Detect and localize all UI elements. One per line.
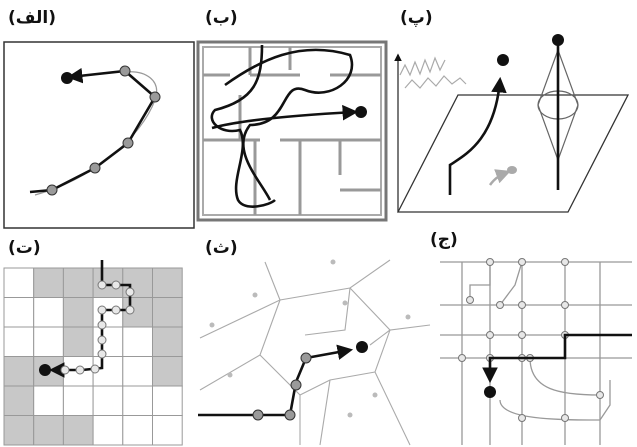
panel-e-path [198, 344, 354, 417]
panel-d-cell [122, 326, 154, 357]
panel-b-frame [196, 40, 388, 222]
panel-c-goal-2 [552, 34, 564, 46]
panel-d-cell [122, 356, 154, 387]
panel-d-cell [152, 415, 183, 446]
panel-d-grid [3, 267, 183, 446]
panel-d-cell [152, 267, 183, 298]
panel-b-inner-frame [202, 46, 382, 216]
panel-c [394, 34, 630, 213]
panel-f [440, 258, 632, 445]
panel-c-noise-1 [399, 56, 446, 77]
panel-a-trajectory [29, 67, 157, 194]
panel-d-cell [3, 385, 35, 416]
panel-a-node [119, 65, 131, 77]
panel-d-cell [62, 297, 94, 328]
panel-f-intersections [458, 258, 604, 422]
panel-a-goal [61, 72, 73, 84]
panel-d-cell [3, 415, 35, 446]
panel-a [3, 41, 195, 229]
panel-c-gray-dot [507, 166, 517, 174]
panel-e-seeds [209, 259, 411, 418]
panel-b-path-3 [211, 104, 359, 130]
panel-b-path-1 [210, 44, 276, 208]
panel-d-goal [39, 364, 51, 376]
panel-e-node [252, 409, 264, 421]
panel-e-node [284, 409, 296, 421]
panel-d-cell [92, 385, 124, 416]
panel-e-goal [356, 341, 368, 353]
panel-d-cell [122, 385, 154, 416]
panel-b-path-2 [224, 48, 354, 201]
panel-f-path [482, 333, 632, 384]
panel-c-plane [396, 94, 630, 213]
panel-d-cell [62, 267, 94, 298]
panel-d-cell [92, 415, 124, 446]
panel-d-cell [33, 415, 64, 446]
panel-d-cell [152, 297, 183, 328]
panel-d-cell [33, 326, 64, 357]
panel-f-goal [484, 386, 496, 398]
panel-d-cell [62, 415, 94, 446]
panel-d-cell [92, 326, 124, 357]
panel-c-gray-arrow [488, 169, 511, 186]
panel-label-f: (ج) [430, 230, 458, 250]
panel-d [3, 260, 183, 446]
panel-b-goal [355, 106, 367, 118]
panel-e-node [290, 379, 302, 391]
panel-label-d: (ت) [8, 238, 41, 258]
panel-d-cell [152, 385, 183, 416]
panel-d-cell [3, 356, 35, 387]
panel-e-node [300, 352, 312, 364]
panel-d-cell [152, 326, 183, 357]
panel-e-voronoi [199, 259, 431, 446]
panel-d-cell [62, 326, 94, 357]
panel-a-node [149, 91, 161, 103]
panel-a-frame [3, 41, 195, 229]
panel-f-roads [440, 261, 632, 445]
panel-d-cell [122, 415, 154, 446]
panel-label-b: (ب) [205, 8, 238, 28]
panel-c-goal-1 [497, 54, 509, 66]
panel-label-c: (پ) [400, 8, 433, 28]
panel-d-cell [62, 385, 94, 416]
panel-d-cell [33, 385, 64, 416]
panel-a-node [46, 184, 58, 196]
panel-d-cell [3, 326, 35, 357]
panel-e [198, 259, 431, 446]
panel-d-cell [3, 267, 35, 298]
panel-a-node [122, 137, 134, 149]
panel-b [196, 40, 388, 222]
panel-label-e: (ث) [205, 238, 238, 258]
panel-c-noise-2 [404, 75, 467, 89]
panel-d-cell [3, 297, 35, 328]
panel-c-curve-path [448, 76, 507, 195]
panel-a-faint-curve [34, 71, 158, 196]
panel-label-a: (الف) [8, 8, 56, 28]
panel-d-cell [33, 297, 64, 328]
panel-d-cell [33, 267, 64, 298]
panel-d-cell [152, 356, 183, 387]
panel-d-nodes [60, 280, 135, 375]
panel-a-node [89, 162, 101, 174]
